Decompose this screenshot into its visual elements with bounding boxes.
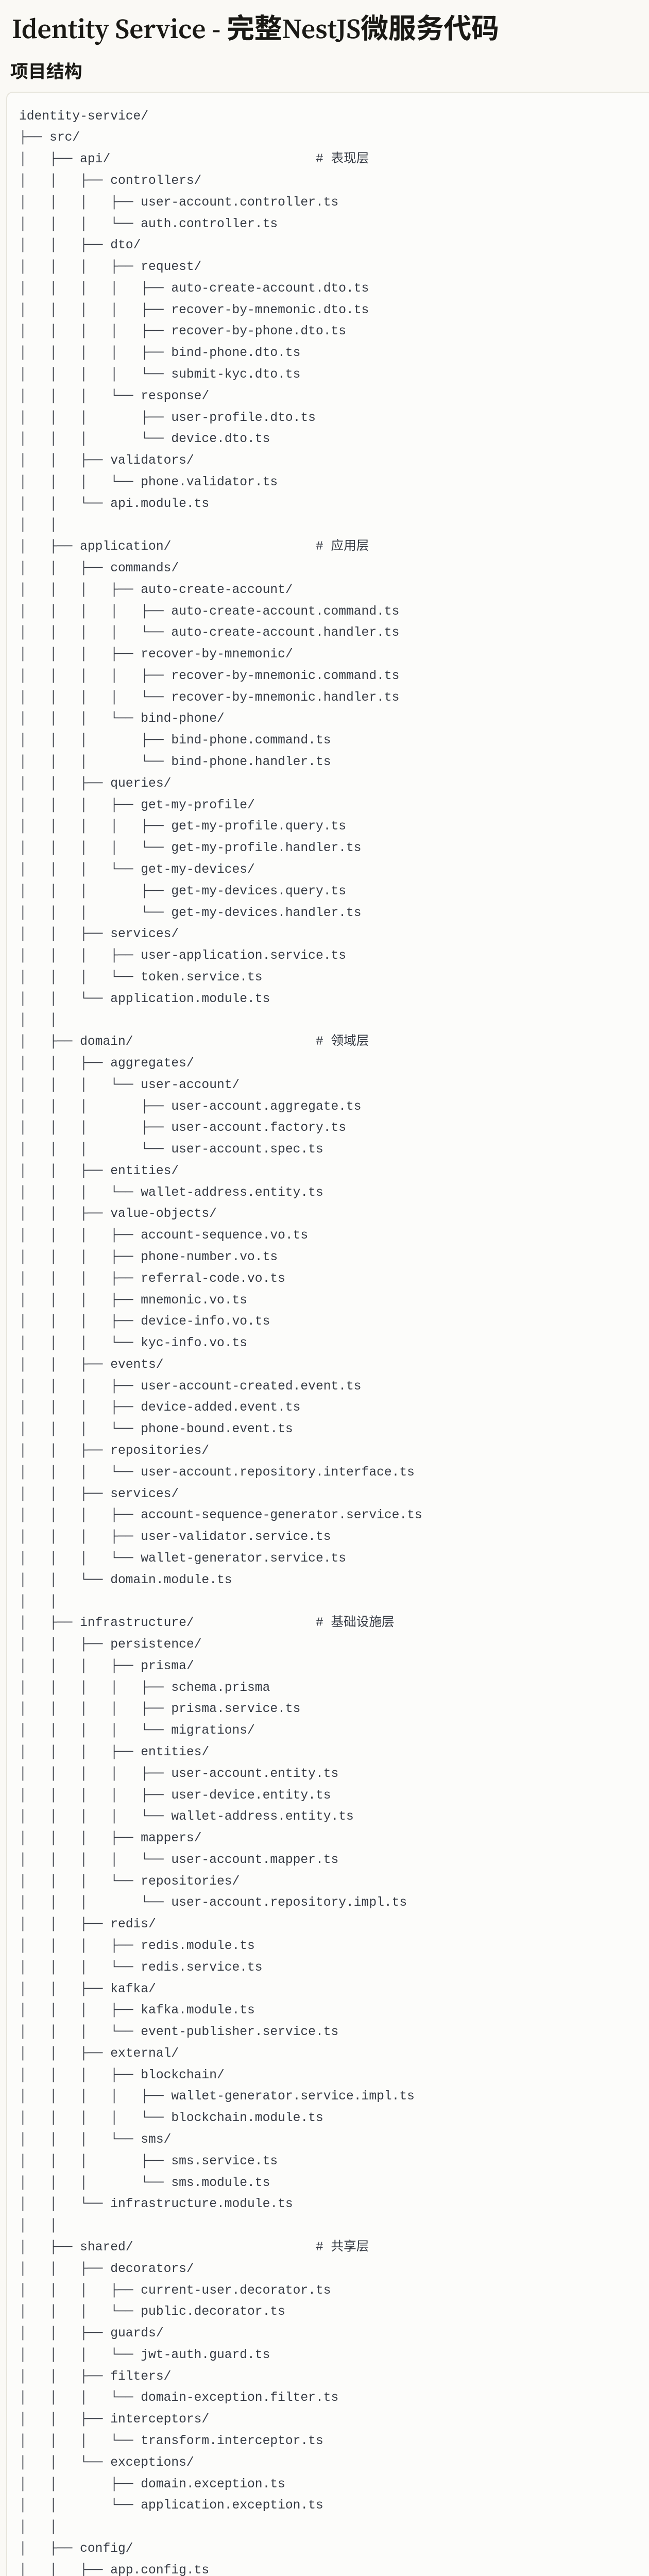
- code-block: identity-service/ ├── src/ │ ├── api/ # …: [6, 92, 649, 2576]
- file-tree-text: identity-service/ ├── src/ │ ├── api/ # …: [19, 109, 422, 2576]
- section-heading: 项目结构: [10, 57, 82, 83]
- file-tree: identity-service/ ├── src/ │ ├── api/ # …: [7, 93, 649, 2576]
- page-title: Identity Service - 完整NestJS微服务代码: [12, 9, 499, 48]
